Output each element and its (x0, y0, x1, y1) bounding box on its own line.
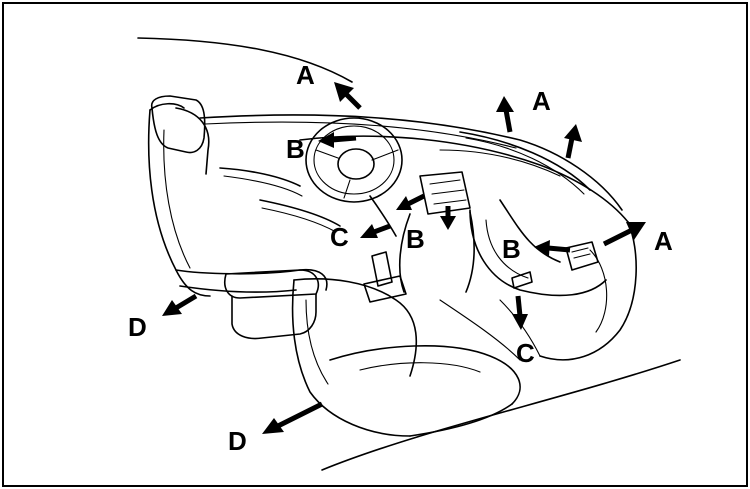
label-b-center: B (406, 224, 425, 254)
diagram-labels: A A A B B B C C D D (128, 60, 673, 456)
arrow-c-center (360, 223, 391, 238)
airflow-arrows (162, 82, 646, 434)
label-c-center: C (330, 222, 349, 252)
arrow-b-steering (318, 132, 357, 148)
arrow-a-steering (334, 82, 362, 110)
label-a-top: A (532, 86, 551, 116)
label-b-steering: B (286, 134, 305, 164)
arrow-b-center-left (396, 193, 426, 210)
arrow-a-top-1 (496, 96, 514, 133)
arrow-a-top-2 (564, 124, 582, 159)
arrow-c-right (512, 295, 528, 330)
label-d-upper: D (128, 312, 147, 342)
label-c-right: C (516, 338, 535, 368)
label-a-right: A (654, 226, 673, 256)
arrow-b-center-right (440, 206, 456, 230)
car-interior-drawing (137, 37, 681, 471)
label-d-lower: D (228, 426, 247, 456)
arrow-a-right (602, 222, 646, 247)
arrow-d-lower (262, 401, 324, 434)
arrow-b-right (534, 240, 571, 256)
arrow-d-upper (162, 293, 198, 316)
label-b-right: B (502, 234, 521, 264)
label-a-steering: A (296, 60, 315, 90)
